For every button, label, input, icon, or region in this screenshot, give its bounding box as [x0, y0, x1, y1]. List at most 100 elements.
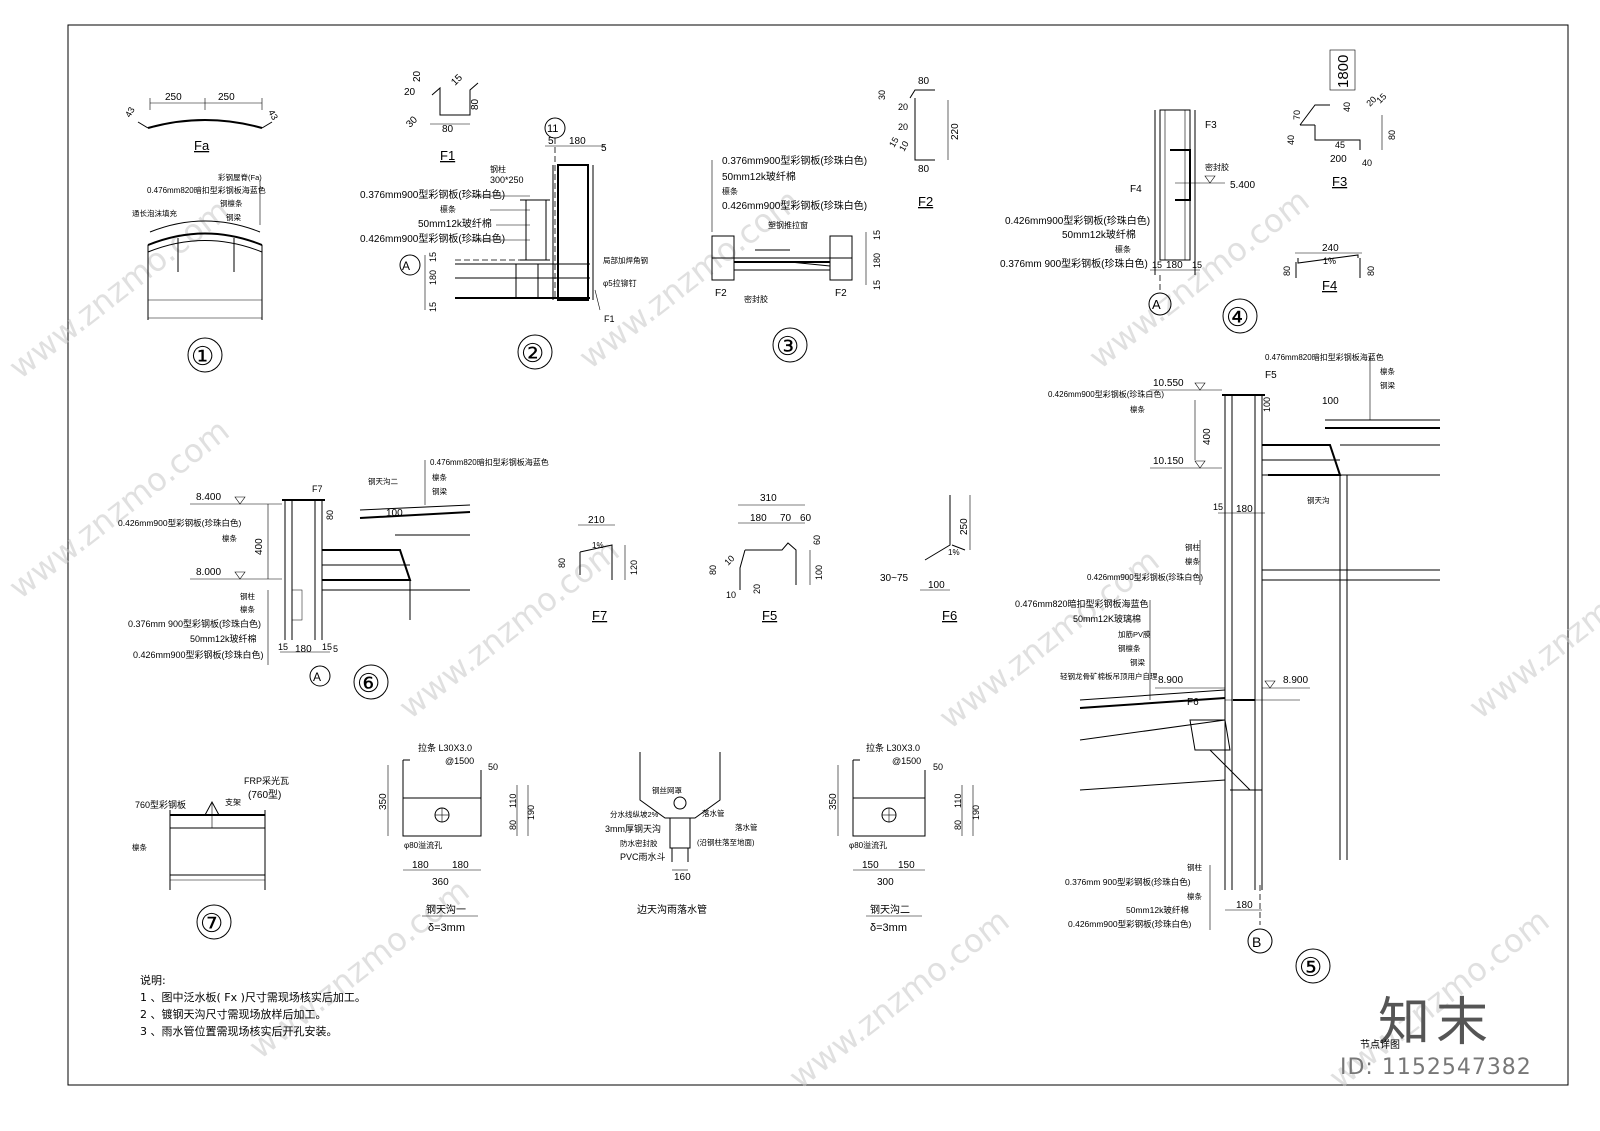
dim-text: 80 [918, 76, 930, 87]
callout-label: F7 [312, 484, 323, 494]
callout-label: 檩条 [432, 472, 447, 482]
callout-label: 50mm12k玻纤棉 [190, 633, 257, 644]
dim-text: 20 [412, 70, 423, 82]
callout-label: 0.476mm820暗扣型彩钢板海蓝色 [147, 185, 266, 195]
callout-label: 0.376mm900型彩钢板(珍珠白色) [722, 154, 867, 167]
watermark: www.znzmo.com [1462, 531, 1600, 726]
axis-label: A [313, 670, 321, 684]
level-mark: 5.400 [1230, 180, 1255, 191]
callout-label: 檩条 [1130, 404, 1146, 414]
dim-text: 80 [508, 820, 518, 830]
callout-label: 防水密封胶 [620, 838, 658, 848]
profile-f4: 240 1% 80 80 F4 [1282, 243, 1376, 293]
dim-text: 180 [1236, 504, 1253, 515]
dim-text: 180 [872, 253, 882, 268]
callout-label: 0.376mm 900型彩钢板(珍珠白色) [1065, 877, 1191, 887]
dim-text: 350 [828, 793, 839, 810]
callout-label: 3mm厚钢天沟 [605, 823, 661, 834]
callout-label: 拉条 L30X3.0 [866, 742, 920, 753]
profile-f2: 80 30 20 20 15 10 220 80 F2 [877, 76, 961, 209]
dim-text: 180 [412, 860, 429, 871]
profile-f6: 1% 250 30~75 100 F6 [880, 495, 971, 623]
level-mark: 8.000 [196, 567, 221, 578]
dim-text: 15 [1152, 260, 1162, 270]
dim-text: 15 [428, 302, 438, 312]
dim-text: 10 [726, 590, 736, 600]
callout-label: 檩条 [240, 604, 255, 614]
detail-number: ⑦ [200, 908, 223, 938]
gutter-1: 拉条 L30X3.0 @1500 φ80溢流孔 50 350 80 110 19… [378, 742, 536, 934]
callout-label: 钢梁 [226, 212, 241, 222]
dim-text: 80 [442, 124, 454, 135]
dim-text: 1% [1323, 256, 1336, 266]
callout-label: 檩条 [132, 842, 147, 852]
profile-f3: 1800 40 20 70 40 45 200 40 80 15 F3 [1286, 49, 1397, 189]
level-mark: 8.900 [1283, 675, 1308, 686]
level-mark: 8.900 [1158, 675, 1183, 686]
dim-text: 15 [1192, 260, 1202, 270]
sheet-title: 节点详图 [1360, 1040, 1400, 1051]
dim-text: 40 [1286, 135, 1296, 145]
level-mark: 10.550 [1153, 378, 1184, 389]
dim-text: 30 [877, 90, 887, 100]
callout-label: 落水管 [702, 808, 725, 818]
callout-label: 钢梁 [432, 486, 447, 496]
dim-text: 50 [933, 762, 943, 772]
dim-text: 110 [508, 794, 518, 808]
detail-number: ② [521, 338, 544, 368]
detail-number: ① [191, 341, 214, 371]
dim-text: 400 [254, 538, 265, 555]
callout-label: 钢丝网罩 [652, 785, 682, 795]
dim-text: 80 [1282, 266, 1292, 276]
profile-label: Fa [194, 138, 210, 153]
callout-label: 0.426mm900型彩钢板(珍珠白色) [360, 232, 505, 245]
callout-label: 0.426mm900型彩钢板(珍珠白色) [118, 518, 241, 528]
axis-label: A [402, 259, 410, 273]
dim-text: 20 [898, 102, 908, 112]
dim-text: 180 [750, 513, 767, 524]
dim-text: 40 [1362, 158, 1372, 168]
axis-label: B [1252, 934, 1261, 950]
callout-label: F5 [1265, 370, 1277, 381]
axis-label: 11 [547, 123, 558, 135]
dim-text: 220 [950, 123, 961, 140]
callout-label: @1500 [445, 756, 474, 766]
dim-text: 250 [165, 92, 182, 103]
dim-text: 100 [1262, 397, 1272, 412]
callout-label: 50mm12k玻纤棉 [1062, 228, 1136, 241]
detail-2: 11 5 180 5 钢柱 300*250 0.376mm900型彩钢板(珍珠白… [360, 117, 648, 370]
dim-text: 10 [897, 139, 911, 153]
dim-text: 250 [218, 92, 235, 103]
callout-label: 0.476mm820暗扣型彩钢板海蓝色 [1015, 598, 1149, 609]
dim-text: 100 [1322, 396, 1339, 407]
dim-text: 1% [592, 541, 604, 550]
dim-text: 150 [862, 860, 879, 871]
dim-text: 1% [948, 548, 960, 557]
dim-text: 180 [428, 270, 438, 285]
callout-label: 檩条 [222, 533, 237, 543]
detail-number: ⑤ [1299, 952, 1322, 982]
callout-label: 50mm12K玻璃棉 [1073, 613, 1141, 624]
callout-label: F6 [1187, 697, 1199, 708]
dim-text: 110 [953, 794, 963, 808]
dim-text: 15 [278, 642, 288, 652]
detail-1: 250 250 43 43 Fa 彩钢屋脊(Fa) 0.476mm820暗扣型彩… [123, 92, 280, 373]
dim-text: 100 [928, 580, 945, 591]
callout-label: 拉条 L30X3.0 [418, 742, 472, 753]
detail-7: 760型彩钢板 支架 FRP采光瓦 (760型) 檩条 ⑦ [132, 775, 289, 940]
callout-label: 钢天沟二 [368, 476, 398, 486]
dim-text: 20 [404, 87, 416, 98]
dim-text: 160 [674, 872, 691, 883]
callout-label: 0.426mm900型彩钢板(珍珠白色) [722, 199, 867, 212]
dim-text: 15 [449, 72, 465, 88]
dim-text: 15 [322, 642, 332, 652]
callout-label: 檩条 [1185, 556, 1201, 566]
callout-label: 轻钢龙骨矿棉板吊顶用户自理 [1060, 671, 1158, 681]
dim-text: 80 [953, 820, 963, 830]
callout-label: 钢柱 [1185, 542, 1201, 552]
dim-text: 180 [1166, 260, 1183, 271]
dim-text: 20 [752, 584, 762, 594]
dim-text: 350 [378, 793, 389, 810]
sheet-border [67, 24, 1569, 1086]
dim-text: 70 [1292, 110, 1302, 120]
